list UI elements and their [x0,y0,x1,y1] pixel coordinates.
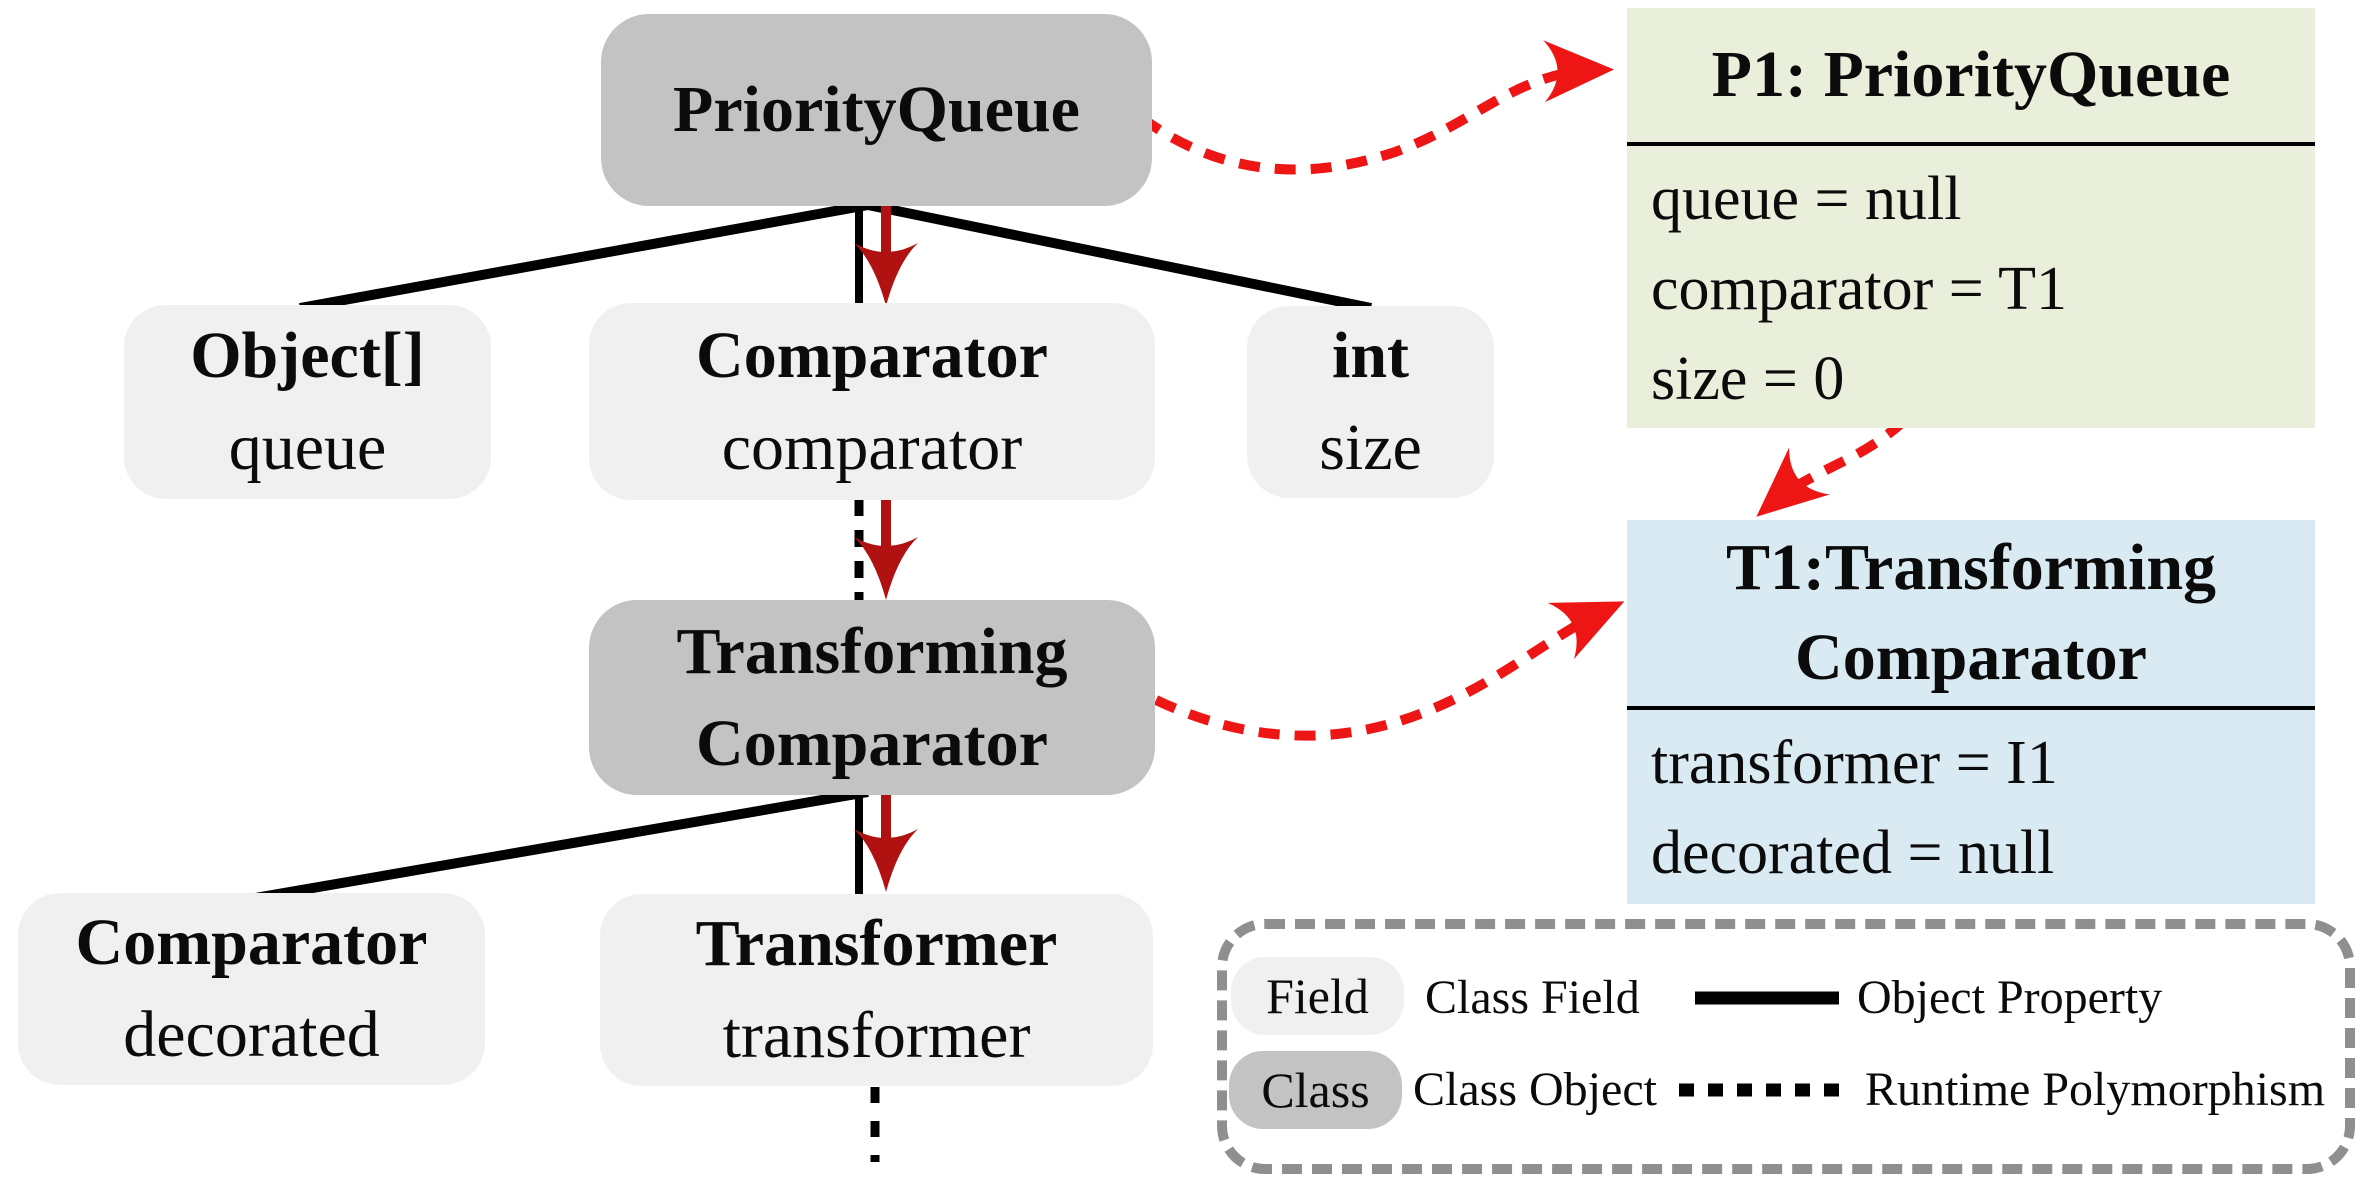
instance-field-size: size = 0 [1651,345,1845,413]
field-name-label: queue [228,411,387,484]
instance-title-line1: T1:Transforming [1725,531,2217,604]
instance-title: T1:Transforming Comparator [1627,520,2315,710]
legend-dashed-line-sample [1679,1083,1839,1097]
instance-field-comparator: comparator = T1 [1651,255,2068,323]
instance-title-line2: Comparator [1795,621,2147,694]
field-name-label: comparator [721,410,1023,484]
field-name-label: transformer [722,999,1031,1072]
class-node-transformingcomparator: Transforming Comparator [589,600,1155,795]
reference-arrow-priorityqueue-p1 [1139,40,1614,175]
class-node-label-line2: Comparator [696,706,1048,780]
instance-box-t1: T1:Transforming Comparator transformer =… [1627,520,2315,904]
field-node-size: int size [1247,306,1494,498]
field-node-transformer: Transformer transformer [600,894,1153,1086]
field-type-label: Comparator [75,906,428,979]
legend: Field Class Field Object Property Class … [1217,919,2355,1174]
edge-priorityqueue-queue [299,200,869,313]
instance-title: P1: PriorityQueue [1627,8,2315,146]
legend-class-pill-label: Class [1261,1062,1370,1118]
class-node-label-line1: Transforming [676,614,1068,688]
field-type-label: Comparator [696,318,1048,392]
edge-transformingcomparator-decorated [254,787,869,903]
edge-priorityqueue-size [866,200,1373,313]
legend-solid-line-meaning: Object Property [1857,971,2163,1024]
legend-field-meaning: Class Field [1425,971,1640,1024]
instance-box-p1: P1: PriorityQueue queue = null comparato… [1627,8,2315,428]
legend-solid-line-sample [1695,991,1839,1005]
instance-field-transformer: transformer = I1 [1651,729,2058,797]
field-type-label: Object[] [190,319,425,392]
field-name-label: decorated [123,998,380,1071]
instance-field-decorated: decorated = null [1651,819,2055,887]
field-name-label: size [1319,411,1422,484]
flow-arrow-comparator-transformingcomparator [854,499,918,600]
field-type-label: Transformer [695,907,1058,980]
flow-arrow-transformingcomparator-transformer [854,790,918,892]
field-node-decorated: Comparator decorated [18,893,485,1085]
class-node-priorityqueue: PriorityQueue [601,14,1152,206]
legend-field-pill-label: Field [1266,968,1369,1024]
instance-field-queue: queue = null [1651,165,1962,233]
reference-arrow-transformingcomparator-t1 [1153,601,1625,741]
class-node-label: PriorityQueue [673,73,1080,146]
legend-class-meaning: Class Object [1413,1063,1657,1116]
field-node-comparator: Comparator comparator [589,303,1155,500]
flow-arrow-priorityqueue-comparator [854,200,918,306]
field-node-queue: Object[] queue [124,305,491,499]
legend-dashed-line-meaning: Runtime Polymorphism [1865,1063,2326,1116]
legend-class-pill: Class [1229,1051,1402,1129]
field-type-label: int [1331,319,1410,392]
legend-field-pill: Field [1231,957,1404,1035]
